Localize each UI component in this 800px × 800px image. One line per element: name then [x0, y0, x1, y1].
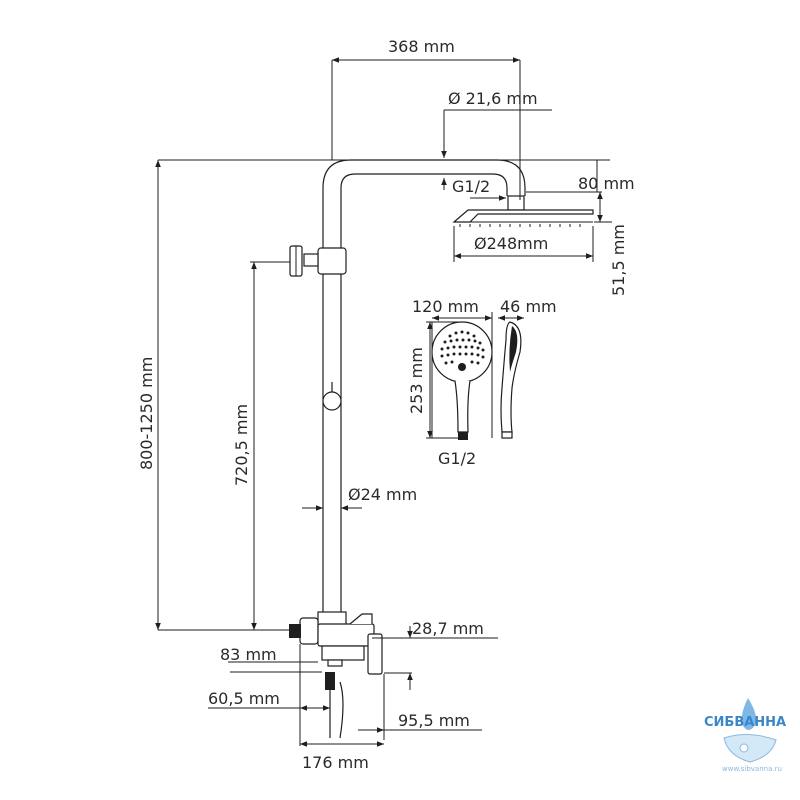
logo-site: www.sibvanna.ru: [722, 765, 782, 773]
head-connector: [507, 195, 525, 211]
hand-shower-handle: [454, 380, 471, 433]
dim-arm-diameter: Ø 21,6 mm: [448, 89, 538, 108]
logo-drop-icon: [741, 698, 757, 730]
hose-connector: [325, 672, 335, 690]
dimension-lines: [155, 57, 612, 747]
mixer-lever: [367, 633, 383, 675]
hand-shower-detail: [426, 312, 524, 440]
mixer-top: [349, 613, 373, 625]
dim-thread-top: G1/2: [452, 177, 490, 196]
rod-slider-knob: [322, 391, 342, 411]
logo-brand: СИБВАННА: [704, 715, 786, 730]
holder-arm: [303, 253, 319, 267]
dimension-labels: 368 mm Ø 21,6 mm G1/2 80 mm Ø248mm 51,5 …: [137, 37, 635, 772]
dim-head-thickness: 80 mm: [578, 174, 635, 193]
shower-assembly: [289, 159, 594, 739]
hose: [329, 681, 344, 739]
arm-outer: [322, 159, 526, 196]
dim-head-diameter: Ø248mm: [474, 234, 548, 253]
rain-head-nozzles: [459, 224, 581, 227]
dim-width-top: 368 mm: [388, 37, 455, 56]
hand-shower-thread: [458, 432, 468, 440]
dim-mixer-height: 83 mm: [220, 645, 277, 664]
dim-holder-height: 720,5 mm: [232, 404, 251, 486]
dim-total-height: 800-1250 mm: [137, 357, 156, 470]
spout-aerator: [327, 659, 343, 667]
dim-mixer-offset: 28,7 mm: [412, 619, 484, 638]
dim-hand-depth: 46 mm: [500, 297, 557, 316]
mixer-wall-flange: [299, 617, 319, 645]
dim-hand-width: 120 mm: [412, 297, 479, 316]
rain-head-body: [452, 209, 594, 223]
mixer-wall-bolt: [289, 624, 301, 638]
spout: [321, 645, 365, 661]
arm-inner: [340, 173, 508, 196]
dim-hand-length: 253 mm: [407, 347, 426, 414]
dim-spout-projection: 95,5 mm: [398, 711, 470, 730]
holder-clamp: [317, 247, 347, 275]
dim-rod-diameter: Ø24 mm: [348, 485, 417, 504]
hand-shower-nozzles: [440, 330, 485, 365]
sibvanna-logo: СИБВАННА www.sibvanna.ru: [704, 698, 786, 773]
dim-head-offset: 51,5 mm: [609, 224, 628, 296]
dim-wall-depth: 176 mm: [302, 753, 369, 772]
logo-bathtub-icon: [723, 734, 777, 763]
dim-thread-hand: G1/2: [438, 449, 476, 468]
mixer-body: [317, 623, 375, 647]
dim-spout-height: 60,5 mm: [208, 689, 280, 708]
